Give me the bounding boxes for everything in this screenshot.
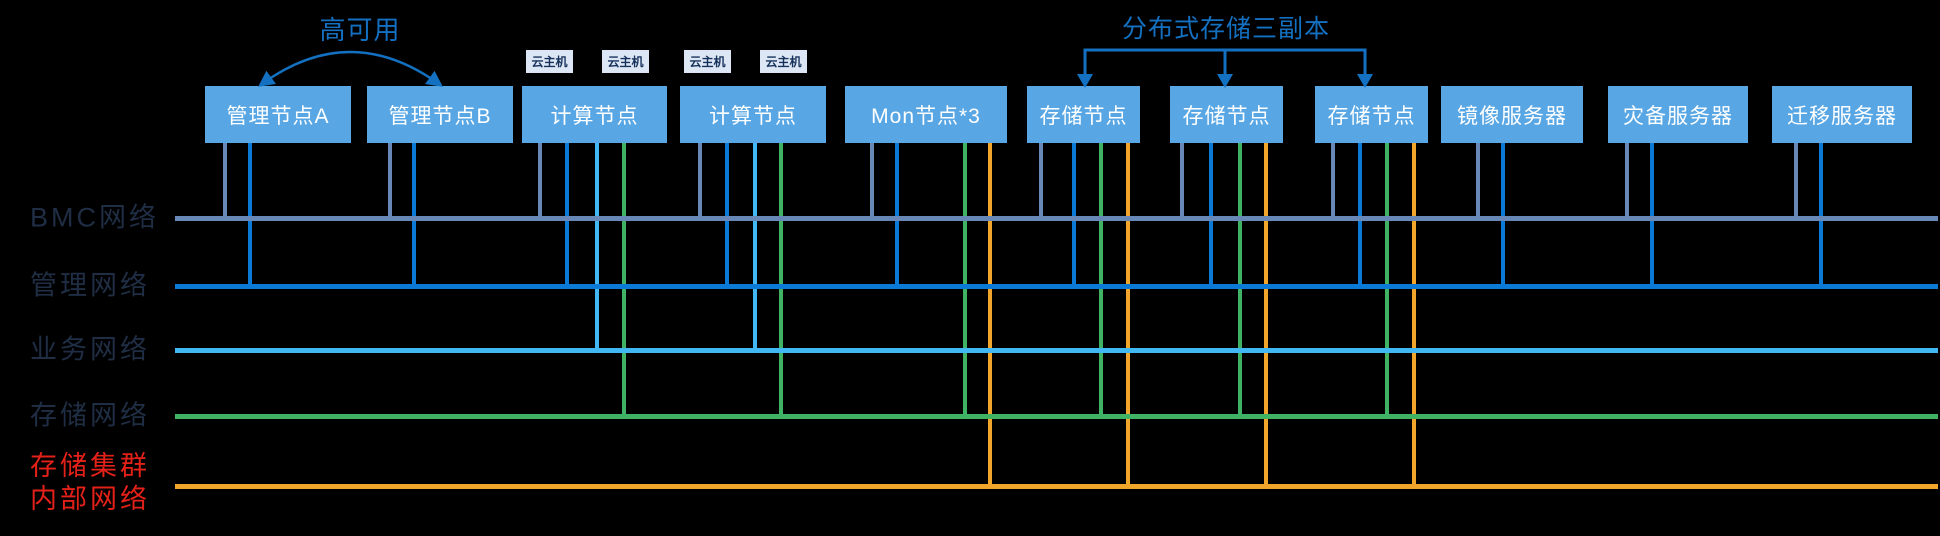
node-box: 存储节点 — [1315, 86, 1428, 143]
connector-bmc — [698, 136, 702, 220]
connector-biz — [595, 136, 599, 352]
node-box: 灾备服务器 — [1608, 86, 1748, 143]
connector-mgmt — [1501, 136, 1505, 288]
node-box: 计算节点 — [522, 86, 667, 143]
connector-storage — [963, 136, 967, 418]
node-label: 灾备服务器 — [1623, 104, 1733, 128]
connector-storage — [1099, 136, 1103, 418]
connector-bmc — [1476, 136, 1480, 220]
connector-mgmt — [1819, 136, 1823, 288]
replica-label: 分布式存储三副本 — [1121, 15, 1330, 43]
network-label-line: 内部网络 — [30, 484, 150, 514]
node-box: 存储节点 — [1027, 86, 1140, 143]
node-box: 镜像服务器 — [1441, 86, 1583, 143]
replica-bracket-arrows-icon — [1077, 48, 1373, 88]
node-label: 存储节点 — [1039, 104, 1128, 128]
connector-internal — [988, 136, 992, 488]
node-label: 计算节点 — [709, 104, 797, 128]
network-label-mgmt: 管理网络 — [30, 270, 150, 301]
network-line-internal — [175, 484, 1938, 489]
node-label: 迁移服务器 — [1787, 104, 1897, 128]
node-box: 存储节点 — [1170, 86, 1283, 143]
network-label-storage: 存储网络 — [30, 400, 150, 431]
network-line-mgmt — [175, 284, 1938, 289]
node-label: 计算节点 — [550, 104, 639, 128]
connector-bmc — [870, 136, 874, 220]
node-label: 存储节点 — [1182, 104, 1271, 128]
cloud-host-chip: 云主机 — [684, 50, 731, 73]
network-label-line: 存储集群 — [30, 451, 150, 481]
network-line-bmc — [175, 216, 1938, 221]
node-box: Mon节点*3 — [845, 86, 1007, 143]
connector-bmc — [223, 136, 227, 220]
connector-mgmt — [565, 136, 569, 288]
connector-mgmt — [248, 136, 252, 288]
connector-mgmt — [412, 136, 416, 288]
connector-bmc — [538, 136, 542, 220]
connector-mgmt — [725, 136, 729, 288]
network-line-storage — [175, 414, 1938, 419]
connector-mgmt — [1650, 136, 1654, 288]
high-availability-label: 高可用 — [319, 15, 401, 45]
connector-mgmt — [1072, 136, 1076, 288]
node-label: 管理节点A — [226, 104, 330, 128]
node-box: 迁移服务器 — [1772, 86, 1912, 143]
node-label: 存储节点 — [1327, 104, 1416, 128]
connector-bmc — [1625, 136, 1629, 220]
network-label-bmc: BMC网络 — [30, 202, 159, 233]
connector-mgmt — [895, 136, 899, 288]
network-label-biz: 业务网络 — [30, 334, 150, 365]
cloud-host-chip: 云主机 — [760, 50, 807, 73]
connector-bmc — [1331, 136, 1335, 220]
connector-storage — [779, 136, 783, 418]
connector-internal — [1264, 136, 1268, 488]
connector-bmc — [1180, 136, 1184, 220]
connector-storage — [1385, 136, 1389, 418]
network-line-biz — [175, 348, 1938, 353]
cloud-host-chip: 云主机 — [602, 50, 649, 73]
ha-curved-arrow-icon — [258, 50, 443, 87]
connector-storage — [622, 136, 626, 418]
connector-bmc — [1039, 136, 1043, 220]
connector-mgmt — [1358, 136, 1362, 288]
connector-mgmt — [1209, 136, 1213, 288]
connector-bmc — [388, 136, 392, 220]
cloud-host-chip: 云主机 — [526, 50, 573, 73]
network-label-internal: 存储集群内部网络 — [30, 450, 150, 516]
node-label: Mon节点*3 — [871, 104, 981, 128]
node-box: 计算节点 — [680, 86, 826, 143]
connector-biz — [753, 136, 757, 352]
connector-bmc — [1794, 136, 1798, 220]
node-label: 镜像服务器 — [1457, 104, 1567, 128]
node-box: 管理节点A — [205, 86, 351, 143]
node-label: 管理节点B — [388, 104, 492, 128]
node-box: 管理节点B — [367, 86, 513, 143]
connector-internal — [1412, 136, 1416, 488]
connector-storage — [1238, 136, 1242, 418]
connector-internal — [1126, 136, 1130, 488]
